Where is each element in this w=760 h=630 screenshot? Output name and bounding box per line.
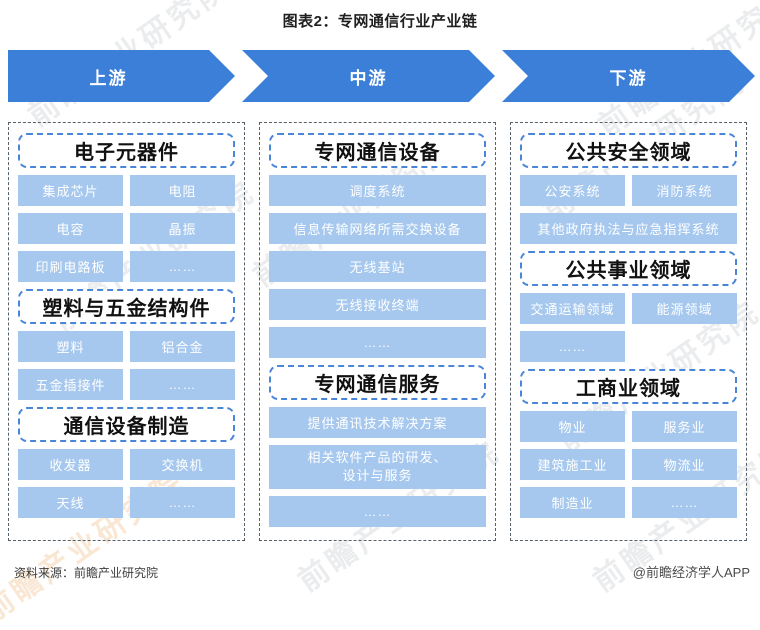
item-box: 建筑施工业 bbox=[520, 449, 625, 480]
data-source-label: 资料来源：前瞻产业研究院 bbox=[14, 566, 159, 580]
item-box: …… bbox=[269, 496, 486, 527]
page-title: 图表2：专网通信行业产业链 bbox=[282, 13, 478, 30]
item-box: 相关软件产品的研发、 设计与服务 bbox=[269, 445, 486, 489]
item-box: 物流业 bbox=[632, 449, 737, 480]
stage-arrow-banner: 上游 中游 下游 bbox=[8, 50, 755, 102]
chain-columns: 电子元器件集成芯片电阻电容晶振印刷电路板……塑料与五金结构件塑料铝合金五金插接件… bbox=[8, 122, 747, 541]
item-box: …… bbox=[269, 327, 486, 358]
section-downstream-1: 公共事业领域交通运输领域能源领域…… bbox=[520, 251, 737, 362]
item-box: 天线 bbox=[18, 487, 123, 518]
item-box: …… bbox=[130, 369, 235, 400]
section-items: 收发器交换机天线…… bbox=[18, 449, 235, 518]
item-box: 铝合金 bbox=[130, 331, 235, 362]
footer: 资料来源：前瞻产业研究院 @前瞻经济学人APP bbox=[14, 562, 750, 581]
item-box: 公安系统 bbox=[520, 175, 625, 206]
item-box: 五金插接件 bbox=[18, 369, 123, 400]
item-box: …… bbox=[520, 331, 625, 362]
section-downstream-2: 工商业领域物业服务业建筑施工业物流业制造业…… bbox=[520, 369, 737, 518]
stage-label-downstream: 下游 bbox=[609, 68, 648, 88]
item-box: 能源领域 bbox=[632, 293, 737, 324]
section-upstream-2: 通信设备制造收发器交换机天线…… bbox=[18, 407, 235, 518]
item-box: 交换机 bbox=[130, 449, 235, 480]
item-box: 集成芯片 bbox=[18, 175, 123, 206]
section-midstream-0: 专网通信设备调度系统信息传输网络所需交换设备无线基站无线接收终端 …… bbox=[269, 133, 486, 358]
item-box: 电容 bbox=[18, 213, 123, 244]
section-items: 物业服务业建筑施工业物流业制造业…… bbox=[520, 411, 737, 518]
section-header: 公共事业领域 bbox=[520, 251, 737, 286]
item-box: 调度系统 bbox=[269, 175, 486, 206]
section-items: 集成芯片电阻电容晶振印刷电路板…… bbox=[18, 175, 235, 282]
section-header: 通信设备制造 bbox=[18, 407, 235, 442]
section-upstream-1: 塑料与五金结构件塑料铝合金五金插接件…… bbox=[18, 289, 235, 400]
section-items: 交通运输领域能源领域…… bbox=[520, 293, 737, 362]
item-box: 无线基站 bbox=[269, 251, 486, 282]
section-items: 公安系统消防系统其他政府执法与应急指挥系统 bbox=[520, 175, 737, 244]
section-midstream-1: 专网通信服务提供通讯技术解决方案相关软件产品的研发、 设计与服务 …… bbox=[269, 365, 486, 527]
item-box: …… bbox=[130, 487, 235, 518]
item-box: 收发器 bbox=[18, 449, 123, 480]
item-box: …… bbox=[130, 251, 235, 282]
item-box: 其他政府执法与应急指挥系统 bbox=[520, 213, 737, 244]
item-box: 塑料 bbox=[18, 331, 123, 362]
section-downstream-0: 公共安全领域公安系统消防系统其他政府执法与应急指挥系统 bbox=[520, 133, 737, 244]
section-header: 电子元器件 bbox=[18, 133, 235, 168]
item-box: 制造业 bbox=[520, 487, 625, 518]
item-box: …… bbox=[632, 487, 737, 518]
item-box: 无线接收终端 bbox=[269, 289, 486, 320]
stage-label-upstream: 上游 bbox=[89, 68, 128, 88]
stage-arrow-downstream: 下游 bbox=[502, 50, 755, 102]
section-header: 塑料与五金结构件 bbox=[18, 289, 235, 324]
item-box: 交通运输领域 bbox=[520, 293, 625, 324]
column-downstream: 公共安全领域公安系统消防系统其他政府执法与应急指挥系统公共事业领域交通运输领域能… bbox=[510, 122, 747, 541]
item-box: 电阻 bbox=[130, 175, 235, 206]
section-upstream-0: 电子元器件集成芯片电阻电容晶振印刷电路板…… bbox=[18, 133, 235, 282]
item-box: 消防系统 bbox=[632, 175, 737, 206]
section-header: 工商业领域 bbox=[520, 369, 737, 404]
stage-arrow-midstream: 中游 bbox=[242, 50, 495, 102]
item-box: 晶振 bbox=[130, 213, 235, 244]
stage-arrow-upstream: 上游 bbox=[8, 50, 235, 102]
item-box: 服务业 bbox=[632, 411, 737, 442]
section-header: 专网通信设备 bbox=[269, 133, 486, 168]
section-header: 专网通信服务 bbox=[269, 365, 486, 400]
section-header: 公共安全领域 bbox=[520, 133, 737, 168]
section-items: 调度系统信息传输网络所需交换设备无线基站无线接收终端 …… bbox=[269, 175, 486, 358]
column-upstream: 电子元器件集成芯片电阻电容晶振印刷电路板……塑料与五金结构件塑料铝合金五金插接件… bbox=[8, 122, 245, 541]
item-box: 物业 bbox=[520, 411, 625, 442]
item-box: 信息传输网络所需交换设备 bbox=[269, 213, 486, 244]
credit-label: @前瞻经济学人APP bbox=[632, 565, 750, 580]
stage-label-midstream: 中游 bbox=[349, 68, 388, 88]
item-box: 提供通讯技术解决方案 bbox=[269, 407, 486, 438]
item-box: 印刷电路板 bbox=[18, 251, 123, 282]
section-items: 提供通讯技术解决方案相关软件产品的研发、 设计与服务 …… bbox=[269, 407, 486, 527]
section-items: 塑料铝合金五金插接件…… bbox=[18, 331, 235, 400]
column-midstream: 专网通信设备调度系统信息传输网络所需交换设备无线基站无线接收终端……专网通信服务… bbox=[259, 122, 496, 541]
